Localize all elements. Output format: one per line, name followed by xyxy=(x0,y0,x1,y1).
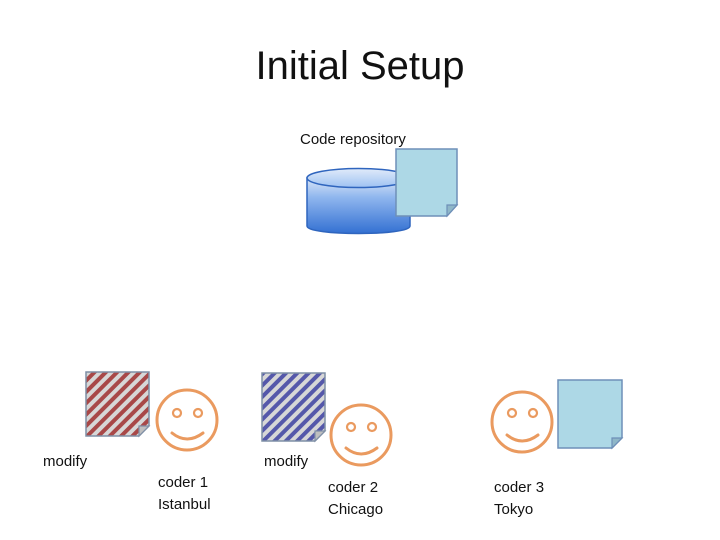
red-document-icon xyxy=(85,371,151,438)
coder-2-smiley-icon xyxy=(329,403,393,467)
coder-3-city: Tokyo xyxy=(494,501,534,518)
coder-3-smiley-icon xyxy=(490,390,554,454)
coder-1-smiley-icon xyxy=(155,388,219,452)
modify-label-middle: modify xyxy=(264,453,309,470)
coder-2-name: coder 2 xyxy=(328,479,379,496)
tokyo-document-icon xyxy=(557,379,624,450)
repository-icon xyxy=(306,167,411,235)
coder-2-label: coder 2 Chicago xyxy=(328,477,383,521)
coder-3-label: coder 3 Tokyo xyxy=(494,477,544,521)
coder-1-name: coder 1 xyxy=(158,474,209,491)
repository-document-icon xyxy=(395,148,459,218)
blue-document-icon xyxy=(261,372,327,443)
modify-label-left: modify xyxy=(43,453,88,470)
slide-title: Initial Setup xyxy=(255,44,465,88)
coder-3-name: coder 3 xyxy=(494,479,545,496)
coder-1-city: Istanbul xyxy=(158,496,211,513)
coder-2-city: Chicago xyxy=(328,501,384,518)
coder-1-label: coder 1 Istanbul xyxy=(158,472,211,516)
repository-label: Code repository xyxy=(300,131,406,148)
